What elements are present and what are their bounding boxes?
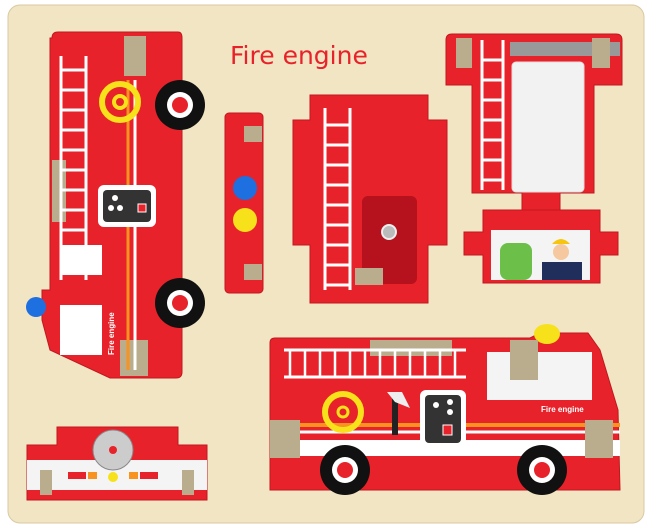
puzzle-title: Fire engine: [230, 41, 368, 70]
firefighter-icon: [553, 244, 569, 260]
blue-light-icon: [233, 176, 257, 200]
axe-icon: [392, 395, 398, 435]
siren-light-icon: [26, 297, 46, 317]
truck-label: Fire engine: [541, 405, 584, 414]
front-bumper-piece[interactable]: [26, 426, 208, 501]
truck-label: Fire engine: [107, 312, 116, 355]
siren-light-icon: [534, 324, 560, 344]
yellow-light-icon: [233, 208, 257, 232]
horizontal-fire-truck-piece[interactable]: Fire engine: [269, 324, 621, 495]
ladder-body-piece[interactable]: [292, 94, 448, 304]
hose-icon: [322, 391, 364, 433]
slot: [124, 36, 146, 76]
rear-ladder-piece[interactable]: [445, 33, 623, 213]
cab-window-piece[interactable]: [463, 209, 619, 284]
shutter-door: [511, 61, 585, 193]
vertical-fire-truck-piece[interactable]: Fire engine: [26, 31, 205, 379]
hose-icon: [99, 81, 141, 123]
ladder-icon: [59, 56, 88, 280]
cab-window: [487, 352, 592, 400]
signal-bar-piece[interactable]: [224, 112, 264, 294]
